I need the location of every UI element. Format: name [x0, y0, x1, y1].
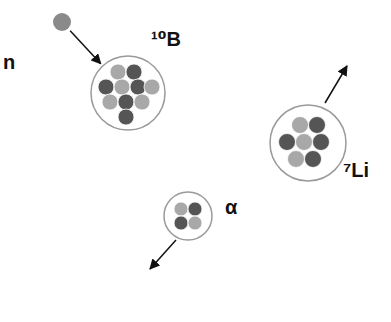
- nucleon: [118, 109, 134, 125]
- nucleon: [288, 151, 305, 168]
- nucleon: [114, 79, 130, 95]
- nucleus-outline: [268, 103, 348, 183]
- nucleon: [144, 79, 160, 95]
- nucleus: α: [162, 190, 214, 242]
- nucleon: [126, 64, 142, 80]
- nucleon: [309, 117, 326, 134]
- motion-arrow: [150, 240, 176, 269]
- particle-circle: [53, 13, 71, 31]
- nucleon: [305, 151, 322, 168]
- nucleon: [188, 202, 202, 216]
- particle-circle: [270, 105, 346, 181]
- nucleus-outline: [51, 11, 73, 33]
- neutron: n: [51, 11, 73, 33]
- particle-label: n: [3, 51, 15, 73]
- nucleus: ¹⁰B: [89, 54, 167, 132]
- nucleus-outline: [162, 190, 214, 242]
- nucleon: [118, 94, 134, 110]
- nucleus-outline: [89, 54, 167, 132]
- particle-label: ⁷Li: [343, 159, 369, 181]
- motion-arrow: [325, 66, 347, 103]
- nucleon: [174, 216, 188, 230]
- particle-label: ¹⁰B: [151, 28, 181, 50]
- particle-label: α: [225, 196, 237, 218]
- particle-circle: [91, 56, 165, 130]
- nucleon: [174, 202, 188, 216]
- nucleon: [102, 94, 118, 110]
- incoming-arrow: [70, 31, 101, 64]
- nucleon: [292, 117, 309, 134]
- nucleon: [98, 79, 114, 95]
- nucleon: [279, 134, 296, 151]
- nucleon: [110, 64, 126, 80]
- nucleon: [188, 216, 202, 230]
- nucleon: [313, 134, 330, 151]
- nucleon: [296, 134, 313, 151]
- nucleus: ⁷Li: [268, 103, 348, 183]
- particle-circle: [164, 192, 212, 240]
- nucleon: [134, 94, 150, 110]
